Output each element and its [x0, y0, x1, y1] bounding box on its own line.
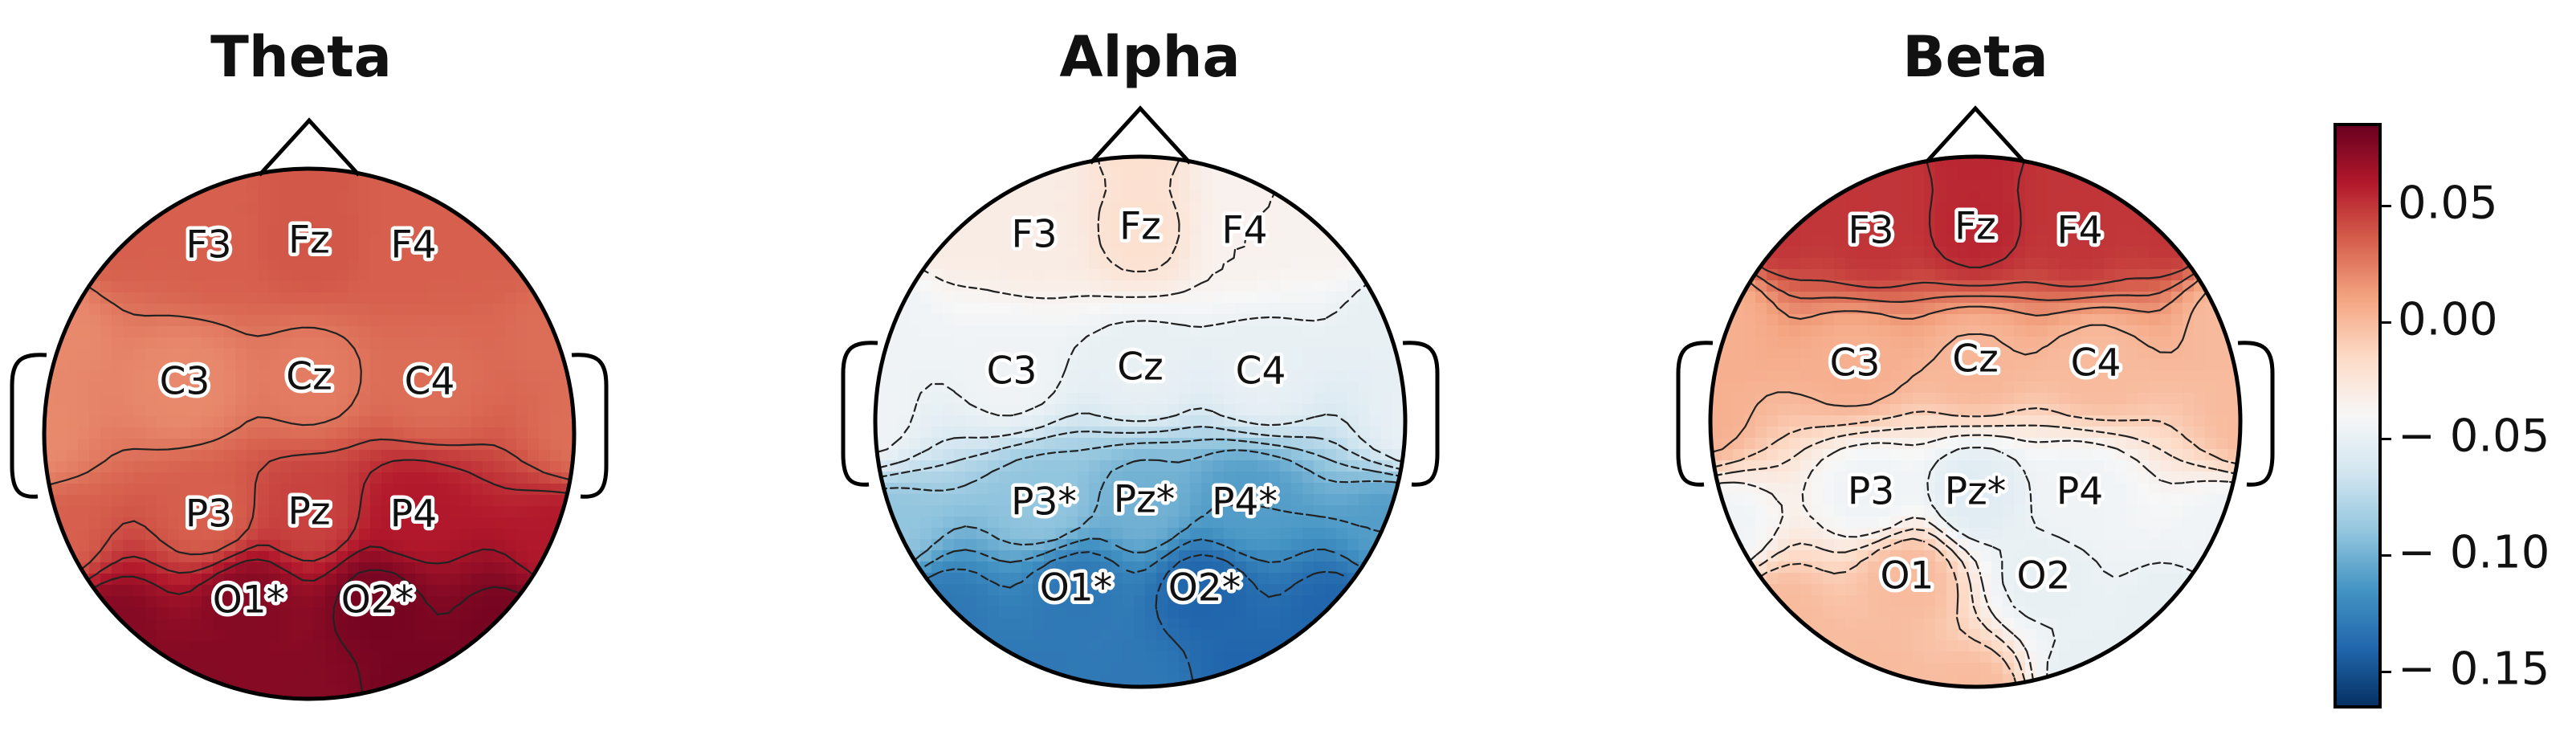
electrode-label: F4: [1222, 209, 1268, 253]
nose-icon: [1924, 105, 2027, 165]
head-outline: [873, 154, 1408, 689]
left-ear-icon: [1676, 341, 1714, 487]
head-outline: [42, 166, 577, 701]
right-ear-icon: [1402, 341, 1440, 487]
electrode-label: P4*: [1212, 480, 1278, 525]
electrode-label: C4: [1236, 349, 1286, 394]
electrode-label: Fz: [288, 218, 330, 263]
electrode-label: Pz: [287, 490, 330, 534]
electrode-label: O2*: [1168, 566, 1241, 611]
electrode-label: C3: [1830, 341, 1881, 386]
electrode-label: Fz: [1954, 205, 1996, 249]
colorbar-tick-label: − 0.05: [2398, 410, 2550, 463]
nose-icon: [258, 117, 361, 177]
electrode-label: P3: [1848, 470, 1894, 514]
panel-title: Alpha: [1059, 24, 1240, 90]
electrode-label: C3: [987, 349, 1037, 394]
electrode-label: Cz: [1952, 337, 1999, 382]
scalp-field: [1710, 157, 2240, 687]
colorbar-tick-label: 0.05: [2398, 178, 2498, 230]
electrode-label: F3: [1012, 213, 1058, 257]
electrode-label: F3: [186, 223, 232, 267]
electrode-label: C4: [2071, 341, 2122, 386]
electrode-label: P4: [2056, 470, 2103, 514]
colorbar-tick-label: 0.00: [2398, 294, 2498, 346]
electrode-label: O1: [1881, 554, 1934, 598]
electrode-label: F4: [2057, 209, 2103, 253]
nose-icon: [1089, 105, 1192, 165]
right-ear-icon: [2237, 341, 2275, 487]
electrode-label: Pz*: [1114, 478, 1176, 522]
panel-title: Beta: [1902, 24, 2048, 90]
right-ear-icon: [571, 353, 609, 499]
panel-title: Theta: [210, 24, 392, 90]
electrode-label: P4: [390, 492, 437, 537]
electrode-label: C4: [405, 360, 455, 404]
electrode-label: F4: [391, 223, 437, 267]
colorbar-tick-label: − 0.15: [2398, 643, 2550, 696]
head-outline: [1708, 154, 2243, 689]
electrode-label: O2*: [341, 578, 414, 623]
electrode-label: O2: [2017, 554, 2071, 598]
electrode-label: Cz: [1117, 345, 1164, 390]
electrode-label: O1*: [1040, 566, 1112, 611]
electrode-label: Pz*: [1945, 470, 2007, 514]
left-ear-icon: [10, 353, 47, 499]
electrode-label: P3: [185, 492, 232, 537]
left-ear-icon: [841, 341, 878, 487]
electrode-label: C3: [160, 360, 210, 404]
electrode-label: Cz: [286, 355, 332, 399]
colorbar-gradient: [2333, 123, 2382, 709]
colorbar: 0.05 0.00 − 0.05 − 0.10 − 0.15: [2333, 123, 2550, 709]
electrode-label: O1*: [213, 578, 285, 623]
electrode-label: P3*: [1011, 480, 1077, 525]
electrode-label: F3: [1848, 209, 1894, 253]
colorbar-tick-label: − 0.10: [2398, 527, 2550, 579]
electrode-label: Fz: [1119, 205, 1161, 249]
